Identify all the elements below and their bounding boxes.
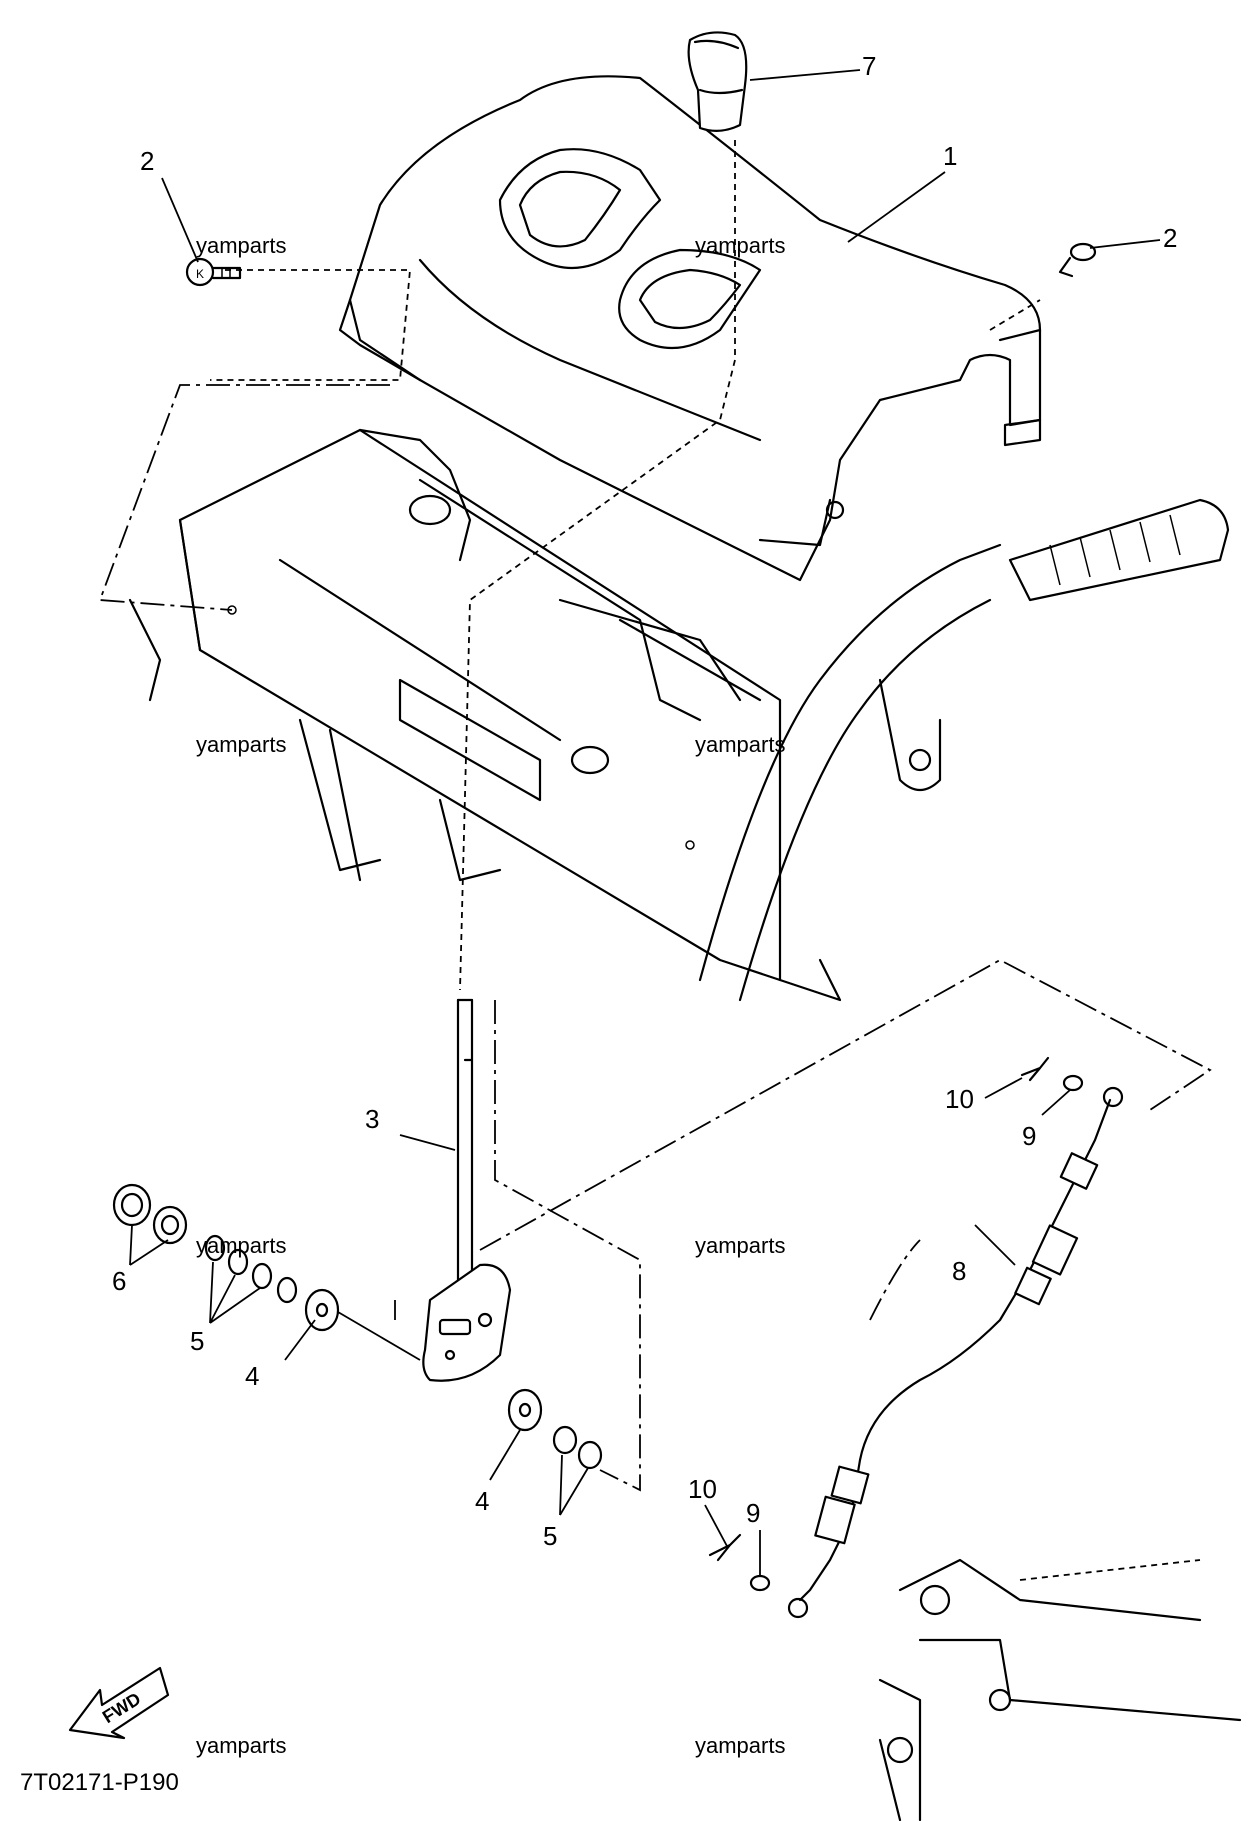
watermark: yamparts (695, 233, 785, 258)
callout-5-right: 5 (543, 1521, 557, 1551)
shift-cover[interactable] (338, 75, 1042, 582)
leader-lines (129, 69, 1161, 1575)
watermark: yamparts (695, 732, 785, 757)
washer-set-b[interactable] (552, 1425, 603, 1470)
shift-knob[interactable] (687, 31, 748, 132)
callout-2-right: 2 (1163, 223, 1177, 253)
bolt-right[interactable] (1058, 242, 1097, 278)
callout-9-lower: 9 (746, 1498, 760, 1528)
callout-7: 7 (862, 51, 876, 81)
watermark: yamparts (695, 1233, 785, 1258)
watermark: yamparts (695, 1733, 785, 1758)
clip-upper[interactable] (1020, 1056, 1084, 1092)
fwd-arrow-icon: FWD (68, 1666, 170, 1740)
callout-4-right: 4 (475, 1486, 489, 1516)
shift-plate[interactable] (422, 1263, 512, 1382)
washer-4-left[interactable] (304, 1288, 421, 1361)
callout-10-lower: 10 (688, 1474, 717, 1504)
callout-3: 3 (365, 1104, 379, 1134)
washer-4-right[interactable] (507, 1388, 543, 1432)
shift-cable[interactable] (787, 1086, 1124, 1619)
callout-4-left: 4 (245, 1361, 259, 1391)
nut[interactable] (112, 1183, 188, 1245)
callout-9-upper: 9 (1022, 1121, 1036, 1151)
washer-set-a[interactable] (204, 1234, 298, 1304)
diagram-code: 7T02171-P190 (20, 1769, 179, 1796)
watermark: yamparts (196, 1233, 286, 1258)
watermark: yamparts (196, 1733, 286, 1758)
bolt-left[interactable]: K (185, 257, 242, 287)
callout-1: 1 (943, 141, 957, 171)
callout-5-left: 5 (190, 1326, 204, 1356)
watermark: yamparts (196, 732, 286, 757)
shift-rod[interactable] (456, 998, 474, 1292)
callout-2-left: 2 (140, 146, 154, 176)
callout-10-upper: 10 (945, 1084, 974, 1114)
mounting-bracket (128, 428, 842, 1002)
watermark: yamparts (196, 233, 286, 258)
svg-text:K: K (196, 267, 204, 281)
callout-6: 6 (112, 1266, 126, 1296)
handlebar (698, 498, 1230, 1002)
callout-8: 8 (952, 1256, 966, 1286)
transmission-lever (878, 1558, 1242, 1821)
